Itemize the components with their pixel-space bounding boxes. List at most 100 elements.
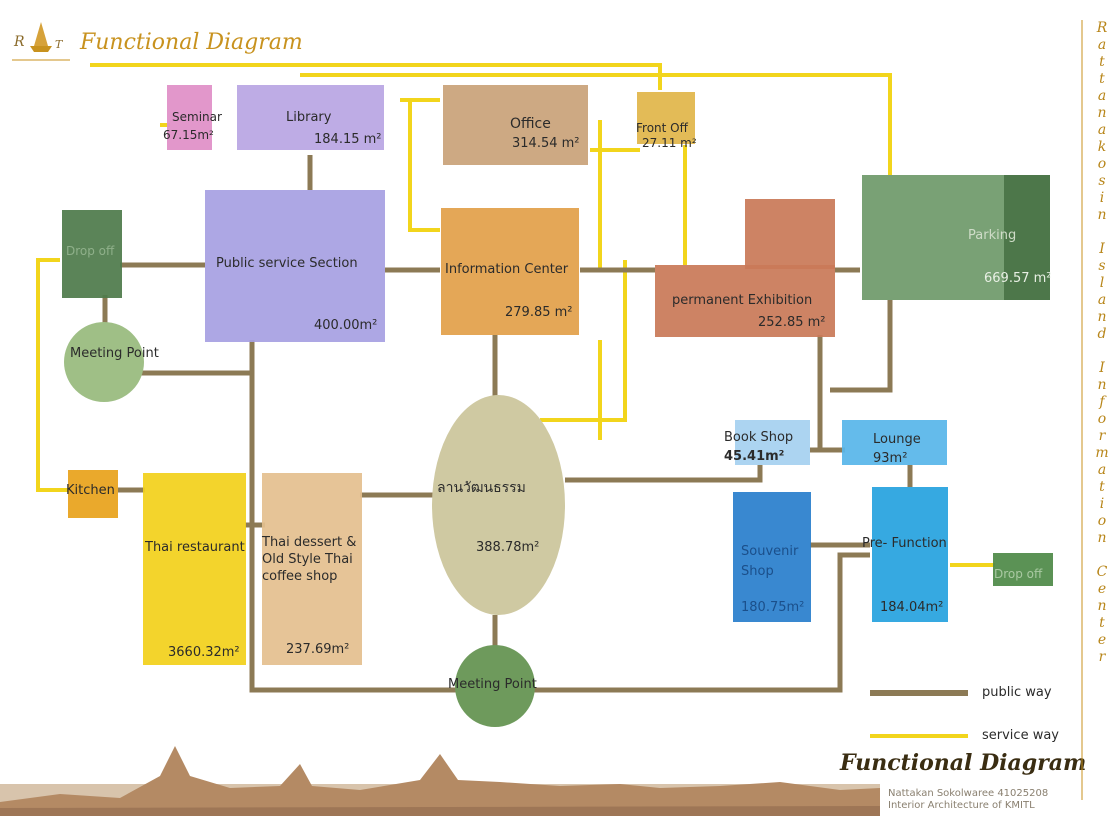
thai-restaurant-label: Thai restaurant (145, 540, 245, 555)
drop-off-right-box (993, 553, 1053, 586)
office-area: 314.54 m² (512, 136, 580, 151)
skyline-illustration (0, 746, 880, 816)
parking-label: Parking (968, 228, 1017, 243)
meeting-point-bottom-circle (455, 645, 535, 727)
information-center-box (441, 208, 579, 335)
legend-service-label: service way (982, 728, 1059, 743)
seminar-label: Seminar (172, 110, 222, 124)
office-label: Office (510, 116, 551, 132)
vertical-title-letter: o (1097, 513, 1107, 529)
rat-logo: R T (8, 16, 74, 68)
vertical-title-letter: t (1099, 615, 1105, 631)
vertical-title-letter: n (1097, 598, 1107, 614)
souvenir-shop-label: Souvenir Shop (741, 544, 799, 579)
vertical-title-letter: I (1099, 241, 1105, 257)
front-office-area: 27.11 m² (642, 136, 697, 150)
vertical-title-letter (1092, 224, 1112, 241)
souvenir-shop-area: 180.75m² (741, 600, 805, 615)
vertical-title-letter: n (1097, 105, 1107, 121)
library-label: Library (286, 110, 332, 125)
vertical-title-letter: k (1097, 139, 1107, 155)
service-line (36, 258, 70, 492)
permanent-exhibition-box (655, 265, 835, 337)
vertical-title-letter: e (1097, 581, 1107, 597)
souvenir-shop-box (733, 492, 811, 622)
public-line (830, 300, 893, 393)
vertical-title-letter: C (1096, 564, 1108, 580)
vertical-title-letter: r (1098, 428, 1106, 444)
drop-off-right-label: Drop off (994, 567, 1043, 581)
vertical-title-letter: a (1097, 37, 1107, 53)
vertical-title-letter: t (1099, 54, 1105, 70)
kitchen-label: Kitchen (66, 483, 115, 498)
public-service-label: Public service Section (216, 256, 358, 271)
vertical-title-letter: n (1097, 207, 1107, 223)
vertical-title-letter: s (1098, 173, 1106, 189)
courtyard-label: ลานวัฒนธรรม (437, 480, 526, 496)
svg-text:R: R (13, 34, 25, 50)
vertical-title-letter: s (1098, 258, 1106, 274)
book-shop-label: Book Shop (724, 430, 794, 445)
vertical-title-letter: l (1099, 275, 1105, 291)
thai-restaurant-box (143, 473, 246, 665)
vertical-title-letter: i (1099, 190, 1105, 206)
thai-dessert-label: Thai dessert & Old Style Thai coffee sho… (262, 535, 357, 584)
service-line (300, 73, 892, 175)
author-line-2: Interior Architecture of KMITL (888, 800, 1035, 811)
vertical-title-letter: n (1097, 530, 1107, 546)
author-info: Nattakan Sokolwaree 41025208 Interior Ar… (888, 788, 1048, 812)
permanent-exhibition-box-upper (745, 199, 835, 269)
svg-text:T: T (55, 38, 64, 51)
pre-function-area: 184.04m² (880, 600, 944, 615)
lounge-area: 93m² (873, 451, 908, 466)
vertical-title-letter (1092, 343, 1112, 360)
information-center-area: 279.85 m² (505, 305, 573, 320)
seminar-box (167, 85, 212, 150)
vertical-title-letter: d (1097, 326, 1107, 342)
thai-dessert-box (262, 473, 362, 665)
information-center-label: Information Center (445, 262, 569, 277)
vertical-title-letter: R (1096, 20, 1108, 36)
library-area: 184.15 m² (314, 132, 382, 147)
vertical-title-letter: i (1099, 496, 1105, 512)
vertical-title-letter: f (1099, 394, 1105, 410)
pre-function-label: Pre- Function (862, 536, 947, 551)
vertical-title-letter: t (1099, 479, 1105, 495)
vertical-title-letter: e (1097, 632, 1107, 648)
public-line (565, 465, 763, 483)
vertical-title-letter: a (1097, 88, 1107, 104)
public-line (249, 340, 870, 693)
parking-area: 669.57 m² (984, 271, 1052, 286)
vertical-title-letter: t (1099, 71, 1105, 87)
vertical-title-letter (1092, 547, 1112, 564)
office-box (443, 85, 588, 165)
drop-off-left-label: Drop off (66, 244, 115, 258)
permanent-exhibition-area: 252.85 m² (758, 315, 826, 330)
vertical-title-letter: a (1097, 292, 1107, 308)
thai-dessert-area: 237.69m² (286, 642, 350, 657)
diagram-title: Functional Diagram (80, 30, 303, 55)
permanent-exhibition-label: permanent Exhibition (672, 293, 813, 308)
vertical-title-letter: n (1097, 309, 1107, 325)
front-office-box (637, 92, 695, 144)
vertical-title-letter: a (1097, 462, 1107, 478)
vertical-title-letter: r (1098, 649, 1106, 665)
footer-title: Functional Diagram (840, 750, 1087, 776)
drop-off-left-box (62, 210, 122, 298)
public-way-lines (102, 155, 913, 693)
service-line (540, 260, 627, 422)
vertical-title-letter: m (1095, 445, 1109, 461)
kitchen-box (68, 470, 118, 518)
meeting-point-top-circle (64, 322, 144, 402)
parking-box-dark (1004, 175, 1050, 300)
courtyard-ellipse (432, 395, 565, 615)
service-line (408, 100, 440, 232)
vertical-divider (1081, 20, 1083, 800)
author-line-1: Nattakan Sokolwaree 41025208 (888, 788, 1049, 799)
vertical-title-letter: n (1097, 377, 1107, 393)
front-office-label: Front Off (636, 121, 688, 135)
book-shop-box (735, 420, 810, 465)
